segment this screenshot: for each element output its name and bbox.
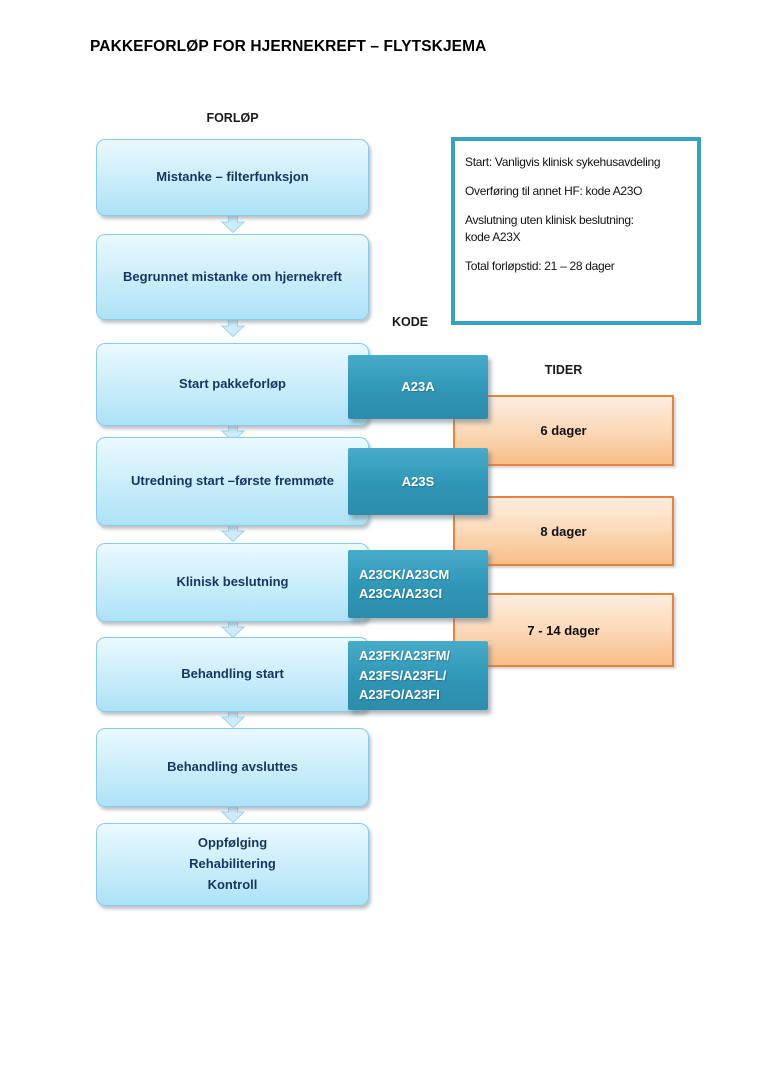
info-line-total-forlopstid: Total forløpstid: 21 – 28 dager bbox=[465, 259, 615, 274]
flow-arrow-down-icon bbox=[221, 319, 245, 337]
flow-arrow-down-icon bbox=[221, 215, 245, 233]
flow-step-behandling-avsluttes: Behandling avsluttes bbox=[96, 728, 369, 807]
flow-arrow-down-icon bbox=[221, 620, 245, 638]
flow-step-behandling-start: Behandling start bbox=[96, 637, 369, 712]
code-badge-a23c-group: A23CK/A23CM A23CA/A23CI bbox=[348, 550, 488, 618]
column-label-forlop: FORLØP bbox=[206, 111, 259, 125]
info-line-overforing: Overføring til annet HF: kode A23O bbox=[465, 184, 643, 199]
info-panel: Start: Vanligvis klinisk sykehusavdeling… bbox=[451, 137, 701, 325]
code-badge-a23a: A23A bbox=[348, 355, 488, 419]
info-line-start: Start: Vanligvis klinisk sykehusavdeling bbox=[465, 155, 661, 169]
flow-step-klinisk-beslutning: Klinisk beslutning bbox=[96, 543, 369, 622]
column-label-tider: TIDER bbox=[544, 363, 583, 377]
column-label-kode: KODE bbox=[392, 315, 429, 329]
duration-box-8-dager: 8 dager bbox=[453, 496, 674, 566]
duration-box-6-dager: 6 dager bbox=[453, 395, 674, 466]
flow-step-utredning-start: Utredning start –første fremmøte bbox=[96, 437, 369, 526]
code-badge-a23f-group: A23FK/A23FM/ A23FS/A23FL/ A23FO/A23FI bbox=[348, 641, 488, 710]
flow-arrow-down-icon bbox=[221, 710, 245, 728]
flow-step-begrunnet-mistanke: Begrunnet mistanke om hjernekreft bbox=[96, 234, 369, 320]
code-badge-a23s: A23S bbox=[348, 448, 488, 515]
flow-arrow-down-icon bbox=[221, 524, 245, 542]
flow-step-start-pakkeforlop: Start pakkeforløp bbox=[96, 343, 369, 426]
flow-step-mistanke-filterfunksjon: Mistanke – filterfunksjon bbox=[96, 139, 369, 216]
flow-arrow-down-icon bbox=[221, 805, 245, 823]
info-line-avslutning: Avslutning uten klinisk beslutning: kode… bbox=[465, 213, 634, 245]
duration-box-7-14-dager: 7 - 14 dager bbox=[453, 593, 674, 667]
page-title: PAKKEFORLØP FOR HJERNEKREFT – FLYTSKJEMA bbox=[90, 38, 487, 55]
flow-step-oppfolging-rehabilitering-kontroll: Oppfølging Rehabilitering Kontroll bbox=[96, 823, 369, 906]
